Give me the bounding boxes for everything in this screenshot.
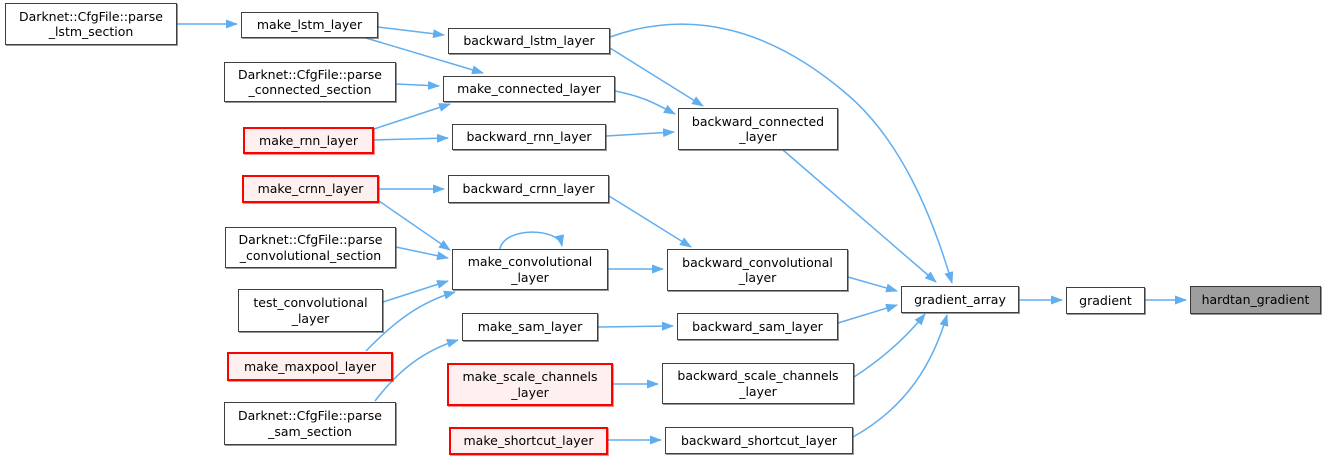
node-make-lstm-layer[interactable]: make_lstm_layer	[241, 12, 378, 38]
node-label-line: make_convolutional	[467, 254, 593, 270]
node-label-line: backward_scale_channels	[677, 368, 839, 384]
node-label-line: gradient_array	[914, 291, 1006, 307]
node-make-scale-channels-layer[interactable]: make_scale_channels_layer	[447, 363, 613, 406]
node-label-line: _layer	[739, 383, 777, 399]
edge-parse-convolutional-section-to-make-convolutional-layer	[395, 246, 449, 261]
edge-backward-sam-layer-to-gradient-array	[837, 303, 898, 324]
node-label-line: _lstm_section	[48, 24, 134, 39]
node-label-line: make_connected_layer	[457, 81, 601, 97]
edge-backward-lstm-layer-to-backward-connected-layer	[609, 47, 704, 107]
node-label-line: _convolutional_section	[239, 247, 382, 263]
node-label-line: _layer	[291, 310, 330, 326]
node-label-line: Darknet::CfgFile::parse	[19, 8, 163, 24]
node-label-line: backward_connected	[691, 113, 825, 129]
node-backward-convolutional-layer[interactable]: backward_convolutional_layer	[667, 249, 848, 291]
node-label-line: _layer	[738, 270, 777, 285]
node-label-line: _layer	[739, 129, 777, 144]
node-label-line: backward_rnn_layer	[466, 129, 592, 145]
node-label-line: make_maxpool_layer	[243, 358, 377, 374]
node-parse-connected-section[interactable]: Darknet::CfgFile::parse_connected_sectio…	[224, 62, 396, 102]
edge-backward-scale-channels-layer-to-gradient-array	[853, 313, 926, 378]
node-backward-shortcut-layer[interactable]: backward_shortcut_layer	[665, 427, 853, 454]
edge-make-convolutional-layer-to-make-convolutional-layer	[499, 231, 565, 250]
node-label-line: backward_sam_layer	[692, 318, 823, 334]
edge-make-lstm-layer-to-make-connected-layer	[365, 37, 484, 75]
node-hardtan-gradient: hardtan_gradient	[1190, 286, 1321, 314]
node-make-crnn-layer[interactable]: make_crnn_layer	[242, 175, 379, 203]
node-backward-scale-channels-layer[interactable]: backward_scale_channels_layer	[662, 363, 854, 404]
edge-backward-connected-layer-to-gradient-array	[782, 149, 937, 283]
node-make-rnn-layer[interactable]: make_rnn_layer	[243, 127, 374, 154]
node-make-connected-layer[interactable]: make_connected_layer	[443, 76, 615, 102]
edge-make-lstm-layer-to-backward-lstm-layer	[377, 26, 445, 39]
node-make-sam-layer[interactable]: make_sam_layer	[462, 313, 598, 341]
edge-make-maxpool-layer-to-make-convolutional-layer	[365, 290, 456, 352]
node-label-line: backward_convolutional	[682, 254, 833, 270]
node-label-line: test_convolutional	[253, 295, 368, 311]
node-make-convolutional-layer[interactable]: make_convolutional_layer	[452, 249, 608, 290]
node-gradient[interactable]: gradient	[1066, 287, 1145, 314]
node-label-line: make_shortcut_layer	[463, 433, 594, 449]
node-label-line: gradient	[1079, 292, 1132, 308]
node-backward-rnn-layer[interactable]: backward_rnn_layer	[452, 124, 606, 150]
node-label-line: hardtan_gradient	[1201, 292, 1310, 308]
node-backward-sam-layer[interactable]: backward_sam_layer	[677, 313, 838, 340]
node-backward-connected-layer[interactable]: backward_connected_layer	[678, 108, 838, 150]
node-parse-convolutional-section[interactable]: Darknet::CfgFile::parse_convolutional_se…	[225, 227, 396, 268]
node-make-shortcut-layer[interactable]: make_shortcut_layer	[449, 427, 608, 455]
node-backward-lstm-layer[interactable]: backward_lstm_layer	[448, 28, 610, 54]
node-label-line: make_scale_channels	[462, 369, 598, 385]
edge-make-rnn-layer-to-backward-rnn-layer	[373, 133, 449, 143]
node-label-line: _layer	[511, 269, 549, 285]
node-label-line: make_sam_layer	[477, 319, 583, 335]
edge-backward-crnn-layer-to-backward-convolutional-layer	[608, 195, 692, 248]
edge-backward-lstm-layer-to-gradient-array	[609, 23, 954, 284]
node-label-line: backward_crnn_layer	[462, 181, 595, 197]
node-parse-sam-section[interactable]: Darknet::CfgFile::parse_sam_section	[224, 402, 396, 445]
node-label-line: _connected_section	[248, 82, 372, 97]
node-label-line: make_rnn_layer	[259, 132, 358, 148]
node-label-line: _layer	[511, 384, 549, 400]
node-parse-lstm-section[interactable]: Darknet::CfgFile::parse_lstm_section	[5, 3, 177, 45]
node-label-line: Darknet::CfgFile::parse	[238, 232, 383, 248]
node-label-line: backward_lstm_layer	[463, 33, 595, 49]
node-label-line: Darknet::CfgFile::parse	[238, 408, 382, 424]
node-make-maxpool-layer[interactable]: make_maxpool_layer	[227, 352, 393, 381]
node-gradient-array[interactable]: gradient_array	[901, 286, 1019, 313]
node-label-line: backward_shortcut_layer	[680, 432, 838, 448]
edge-backward-rnn-layer-to-backward-connected-layer	[605, 128, 675, 138]
node-label-line: make_crnn_layer	[257, 181, 364, 197]
edge-parse-connected-section-to-make-connected-layer	[395, 80, 440, 90]
node-label-line: Darknet::CfgFile::parse	[238, 66, 382, 82]
edge-backward-convolutional-layer-to-gradient-array	[847, 276, 898, 293]
node-label-line: _sam_section	[268, 423, 352, 439]
edge-backward-shortcut-layer-to-gradient-array	[852, 314, 949, 438]
edge-make-connected-layer-to-backward-connected-layer	[614, 90, 676, 115]
node-test-convolutional-layer[interactable]: test_convolutional_layer	[238, 289, 383, 332]
edge-test-convolutional-layer-to-make-convolutional-layer	[382, 280, 449, 303]
edge-make-crnn-layer-to-make-convolutional-layer	[378, 200, 451, 251]
edge-parse-sam-section-to-make-sam-layer	[374, 338, 459, 402]
edge-make-rnn-layer-to-make-connected-layer	[373, 103, 451, 130]
node-label-line: make_lstm_layer	[256, 17, 363, 33]
edge-make-sam-layer-to-backward-sam-layer	[597, 321, 674, 331]
node-backward-crnn-layer[interactable]: backward_crnn_layer	[448, 175, 609, 203]
